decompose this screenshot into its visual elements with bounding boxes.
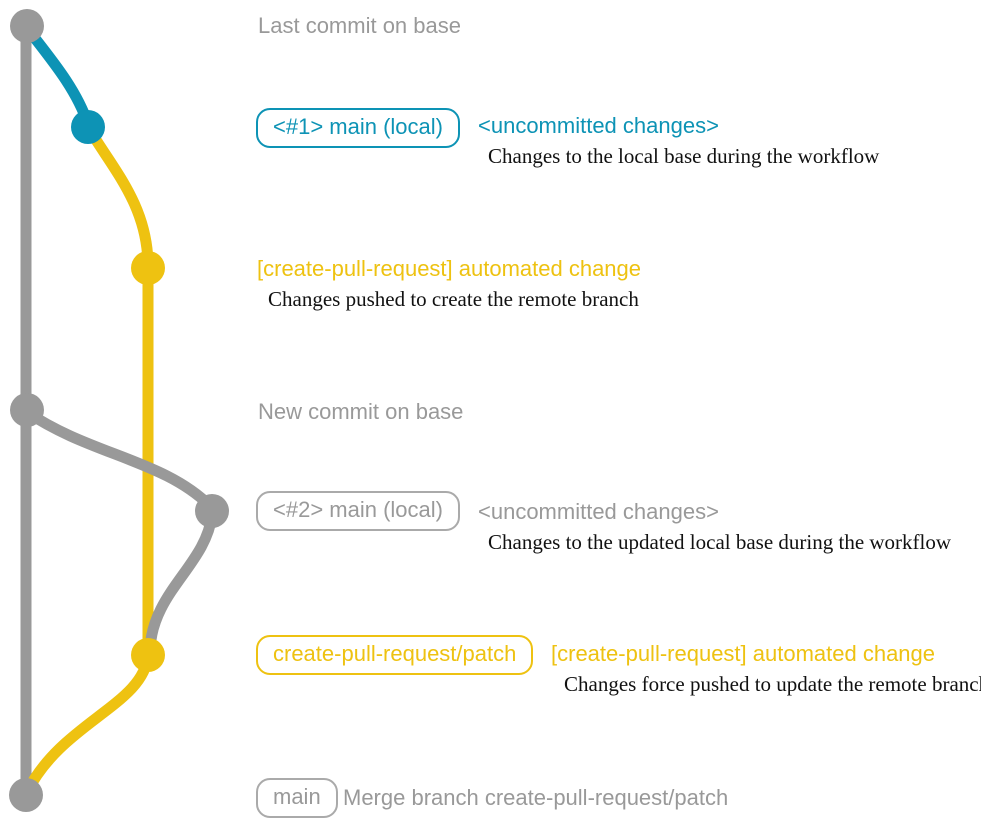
commit-dot-patch-2 xyxy=(131,638,165,672)
annotation-local-base-changes-2: Changes to the updated local base during… xyxy=(488,530,952,554)
annotation-force-pushed-update-remote: Changes force pushed to update the remot… xyxy=(564,672,981,696)
commit-dot-local-main-1 xyxy=(71,110,105,144)
local-main-branch-curve-1 xyxy=(21,22,94,130)
annotation-uncommitted-changes-2: <uncommitted changes> xyxy=(478,499,719,524)
annotation-pushed-create-remote: Changes pushed to create the remote bran… xyxy=(268,287,639,311)
commit-dot-merge-base xyxy=(9,778,43,812)
header-last-commit-on-base: Last commit on base xyxy=(258,13,461,38)
annotation-automated-change-1: [create-pull-request] automated change xyxy=(257,256,642,281)
local-main-branch-curve-2b xyxy=(144,509,218,656)
annotation-uncommitted-changes-1: <uncommitted changes> xyxy=(478,113,719,138)
patch-branch-curve-1 xyxy=(82,121,154,272)
commit-dot-local-main-2 xyxy=(195,494,229,528)
branch-label-create-pull-request-patch: create-pull-request/patch xyxy=(256,635,534,675)
commit-dot-patch-1 xyxy=(131,251,165,285)
annotation-automated-change-2: [create-pull-request] automated change xyxy=(551,641,936,666)
branch-label-main-local-1: <#1> main (local) xyxy=(256,108,460,148)
commit-dot-last-base xyxy=(10,9,44,43)
header-new-commit-on-base: New commit on base xyxy=(258,399,464,424)
commit-dot-new-base xyxy=(10,393,44,427)
annotation-merge-branch: Merge branch create-pull-request/patch xyxy=(343,785,729,810)
branch-label-main-local-2: <#2> main (local) xyxy=(256,491,460,531)
patch-merge-curve xyxy=(21,649,154,798)
local-main-branch-curve-2a xyxy=(21,406,217,513)
branch-label-main: main xyxy=(256,778,338,818)
annotation-local-base-changes-1: Changes to the local base during the wor… xyxy=(488,144,880,168)
